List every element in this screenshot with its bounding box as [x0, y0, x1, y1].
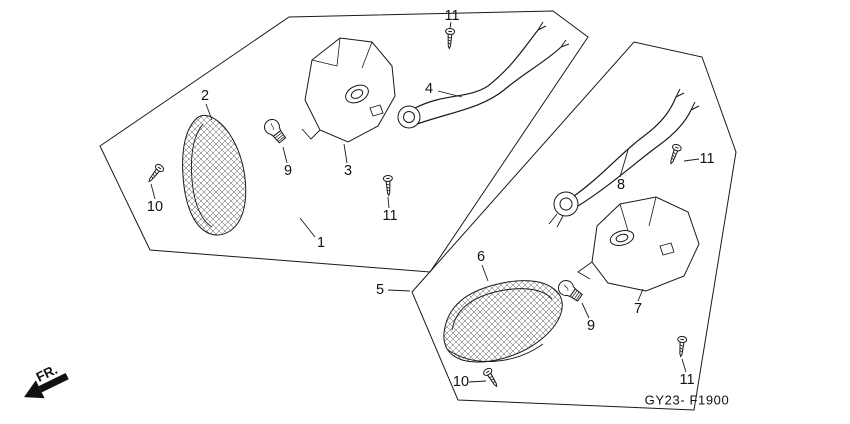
- screw-part-11-mid: [382, 174, 394, 197]
- assembly-5-outline: [411, 41, 737, 411]
- part-label-6: 6: [476, 248, 486, 265]
- front-direction-arrow: FR.: [24, 362, 69, 399]
- housing-part-3: [301, 37, 396, 143]
- part-label-11-bottom: 11: [679, 371, 695, 388]
- assembly-1-outline: [99, 10, 589, 273]
- part-label-11-top: 11: [444, 7, 460, 24]
- bulb-part-9-left: [260, 115, 289, 146]
- screw-part-10-bottom: [481, 366, 502, 390]
- part-label-11-mid: 11: [382, 207, 398, 224]
- part-label-1: 1: [316, 234, 326, 251]
- part-label-4: 4: [424, 80, 434, 97]
- part-label-11-right: 11: [699, 150, 715, 167]
- part-label-9-right: 9: [586, 317, 596, 334]
- part-label-5: 5: [375, 281, 385, 298]
- diagram-code: GY23- F1900: [644, 392, 730, 408]
- screw-part-10-left: [145, 162, 166, 185]
- lens-part-6: [443, 280, 563, 363]
- harness-part-8: [548, 88, 700, 228]
- part-label-2: 2: [200, 87, 210, 104]
- part-label-10-bottom: 10: [452, 373, 470, 390]
- lens-part-2: [182, 115, 247, 236]
- part-label-8: 8: [616, 176, 626, 193]
- part-label-3: 3: [343, 162, 353, 179]
- screw-part-11-top: [444, 27, 456, 50]
- leader-lines: [150, 21, 700, 383]
- screw-part-11-right: [666, 142, 683, 166]
- front-arrow-icon: [24, 380, 45, 399]
- part-label-9-left: 9: [283, 162, 293, 179]
- housing-part-7: [577, 196, 700, 292]
- harness-part-4: [397, 21, 570, 129]
- part-label-7: 7: [633, 300, 643, 317]
- part-label-10-left: 10: [146, 198, 164, 215]
- screw-part-11-bottom: [675, 335, 688, 358]
